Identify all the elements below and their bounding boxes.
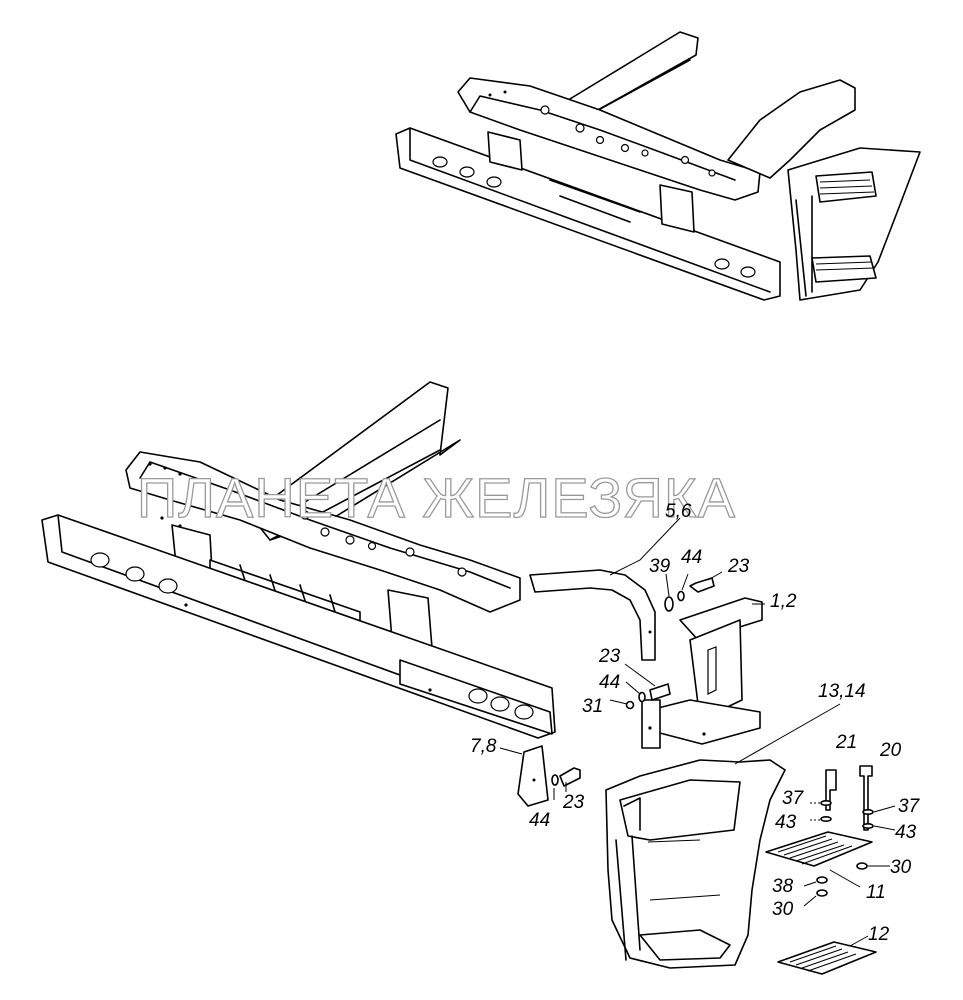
bolt-20 [859, 765, 873, 831]
bolt-23-top [689, 577, 715, 593]
part-7-8-small-bracket [517, 745, 549, 807]
callout-21: 21 [835, 732, 857, 753]
callout-23: 23 [598, 646, 621, 667]
callout-20: 20 [879, 740, 902, 761]
part-12-step-pad [777, 941, 877, 975]
part-5-6-mudguard-bracket [529, 569, 656, 661]
part-11-step-pad [765, 831, 873, 867]
callout-5-6: 5,6 [665, 501, 692, 522]
callout-39: 39 [649, 556, 671, 577]
callout-23: 23 [562, 792, 585, 813]
callout-38: 38 [772, 876, 794, 897]
nut-44-mid [638, 691, 646, 703]
fasteners [551, 577, 874, 897]
bolt-21 [825, 769, 837, 811]
callout-37: 37 [782, 788, 805, 809]
bolt-23-low [559, 767, 581, 787]
callout-43: 43 [895, 822, 917, 843]
callout-23: 23 [727, 556, 750, 577]
nut-44-top [677, 590, 685, 602]
callout-44: 44 [599, 672, 620, 693]
bolt-23-mid [649, 683, 671, 701]
callout-11: 11 [866, 882, 886, 903]
nut-44-low [551, 774, 559, 786]
callout-labels: 5,6 39 44 23 1,2 23 44 31 13,14 7,8 44 2… [470, 501, 921, 945]
part-13-14-step-housing [605, 759, 786, 969]
washer-39 [664, 596, 674, 612]
callout-31: 31 [582, 696, 603, 717]
leader-lines [499, 517, 896, 947]
callout-13-14: 13,14 [818, 681, 866, 702]
callout-44: 44 [529, 810, 550, 831]
exploded-frame [41, 381, 556, 739]
part-1-2-mounting-bracket [641, 597, 763, 749]
assembled-view [395, 31, 921, 301]
callout-12: 12 [868, 924, 890, 945]
callout-30: 30 [890, 857, 912, 878]
assembled-fender-step [727, 79, 856, 179]
callout-43: 43 [775, 812, 797, 833]
washer-31 [625, 700, 635, 710]
callout-37: 37 [898, 796, 921, 817]
watermark: ПЛАНЕТА ЖЕЛЕЗЯКА [137, 466, 736, 529]
callout-30: 30 [772, 899, 794, 920]
callout-7-8: 7,8 [470, 736, 497, 757]
callout-44: 44 [681, 547, 702, 568]
callout-1-2: 1,2 [770, 591, 797, 612]
